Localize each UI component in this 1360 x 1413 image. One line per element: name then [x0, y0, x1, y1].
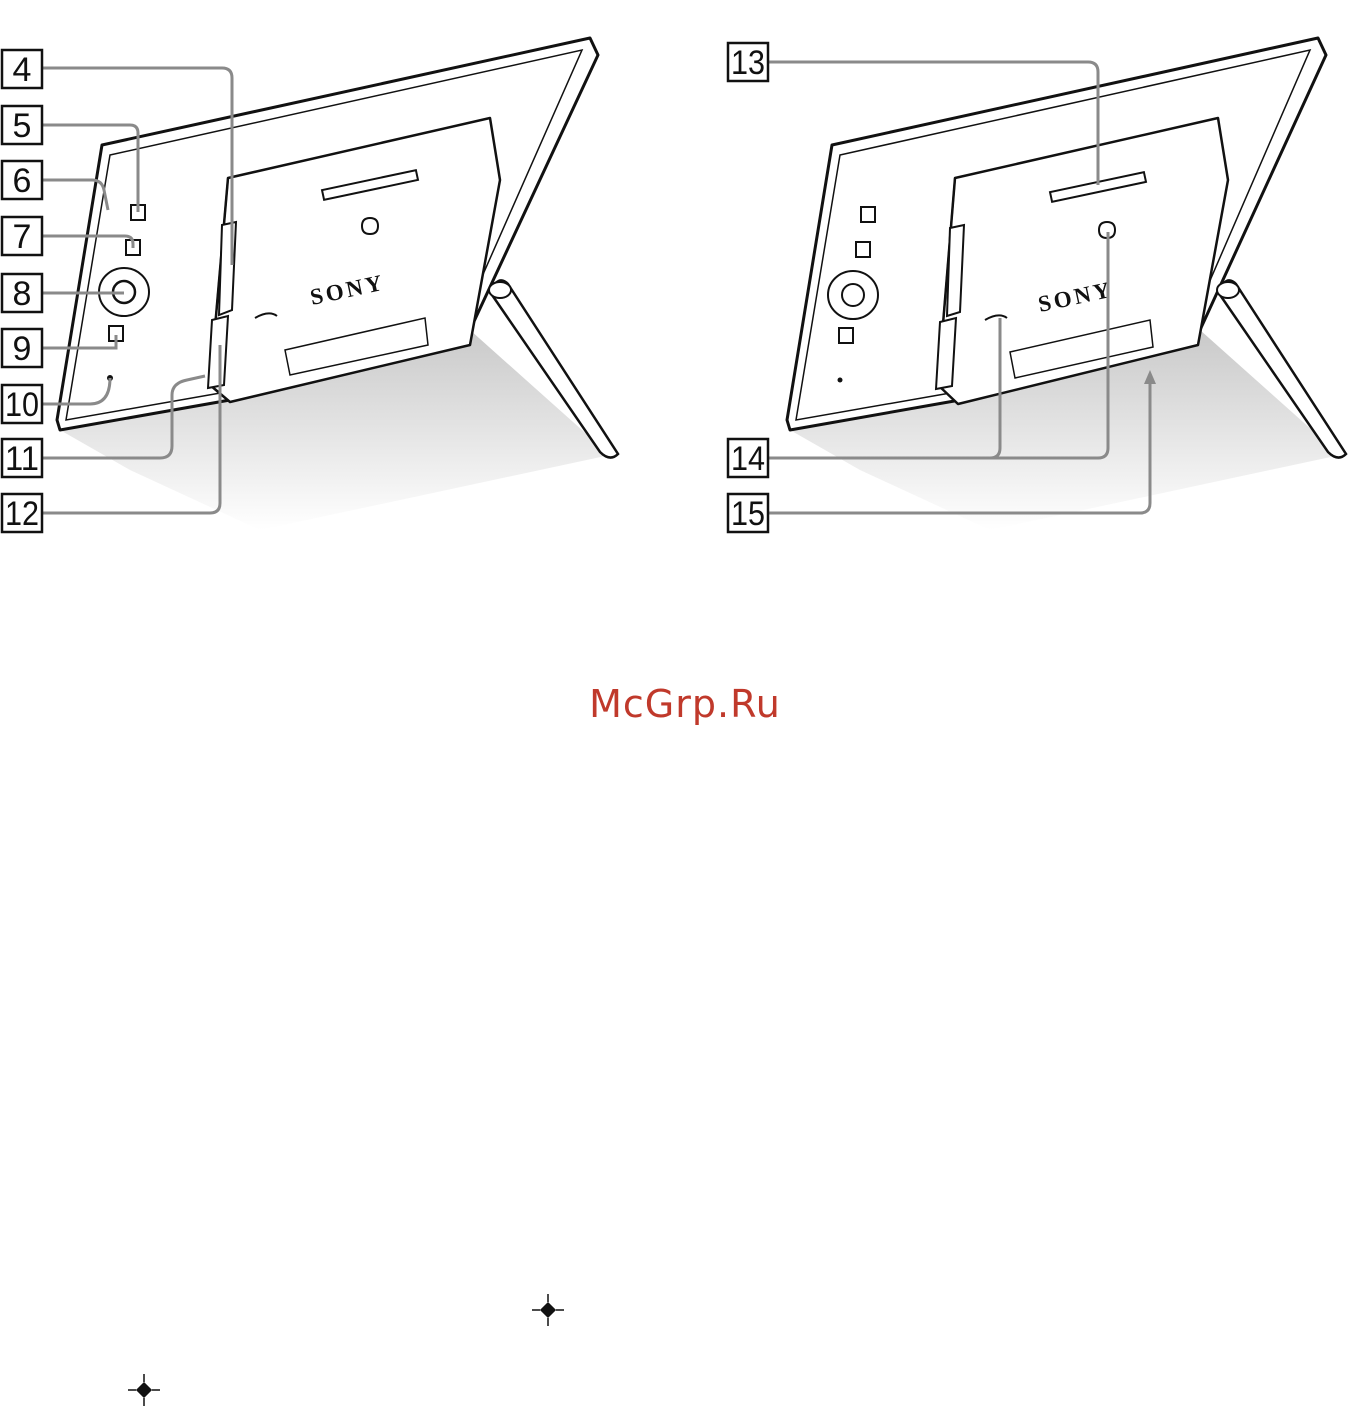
frame-left-view: SONY — [57, 38, 618, 530]
svg-text:10: 10 — [5, 386, 39, 424]
svg-text:9: 9 — [13, 330, 32, 368]
card-slot-lower — [208, 316, 228, 388]
button-icon — [856, 242, 870, 257]
callout-7: 7 — [2, 217, 42, 256]
button-icon — [861, 207, 875, 222]
callout-14: 14 — [728, 439, 768, 478]
indicator-icon — [838, 378, 843, 383]
callout-13: 13 — [728, 43, 768, 82]
registration-mark-icon — [532, 1294, 564, 1326]
callout-12: 12 — [2, 494, 42, 533]
svg-text:11: 11 — [5, 440, 39, 478]
callout-4: 4 — [2, 50, 42, 89]
frame-right-view: SONY — [787, 38, 1346, 530]
registration-mark-icon — [128, 1374, 160, 1406]
wall-hook-icon — [362, 218, 378, 234]
svg-text:8: 8 — [13, 275, 32, 313]
card-slot-lower — [936, 318, 956, 389]
svg-text:12: 12 — [5, 495, 39, 533]
callout-6: 6 — [2, 161, 42, 200]
callout-5: 5 — [2, 106, 42, 145]
callouts-left: 4 5 6 7 8 9 10 11 12 — [2, 50, 42, 533]
callout-10: 10 — [2, 385, 42, 424]
callout-15: 15 — [728, 494, 768, 533]
callout-11: 11 — [2, 439, 42, 478]
svg-text:7: 7 — [13, 218, 32, 256]
svg-text:13: 13 — [731, 44, 765, 82]
watermark-text: McGrp.Ru — [560, 682, 810, 726]
svg-text:15: 15 — [731, 495, 765, 533]
callouts-right: 13 14 15 — [728, 43, 768, 533]
button-icon — [839, 328, 853, 343]
svg-text:5: 5 — [13, 107, 32, 145]
svg-text:4: 4 — [13, 51, 32, 89]
callout-9: 9 — [2, 329, 42, 368]
svg-text:6: 6 — [13, 162, 32, 200]
callout-8: 8 — [2, 274, 42, 313]
svg-text:14: 14 — [731, 440, 765, 478]
